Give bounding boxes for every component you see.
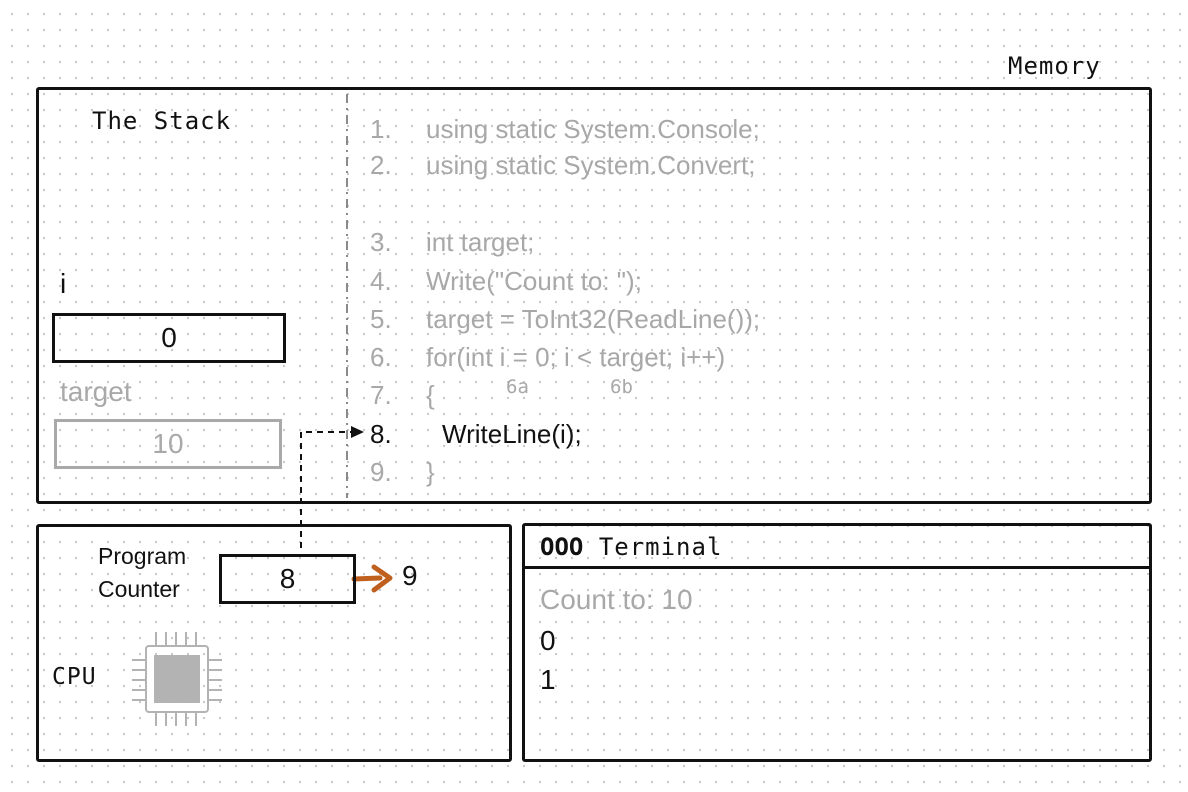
- code-line-1: 1.using static System.Console;: [370, 114, 760, 144]
- var-i-name: i: [60, 268, 67, 299]
- pc-pointer-line: [300, 431, 352, 548]
- memory-region: [36, 87, 1152, 504]
- terminal-output-line-3: 1: [540, 664, 556, 695]
- terminal-window: [522, 523, 1152, 762]
- terminal-output-line-1: Count to: 10: [540, 584, 693, 615]
- code-line-7: 7.{: [370, 380, 435, 410]
- code-line-3: 3.int target;: [370, 227, 535, 257]
- window-controls-icon[interactable]: OOO: [540, 533, 584, 561]
- program-counter-label-line2: Counter: [98, 576, 180, 602]
- code-line-2: 2.using static System.Convert;: [370, 150, 756, 180]
- program-counter-value: 8: [219, 554, 356, 604]
- var-target-value: 10: [54, 419, 282, 469]
- code-line-4: 4.Write("Count to: ");: [370, 266, 642, 296]
- code-line-6: 6.for(int i = 0; i < target; i++): [370, 342, 726, 372]
- var-i-value: 0: [52, 313, 286, 363]
- terminal-title: OOO Terminal: [540, 533, 723, 561]
- terminal-title-bar: [525, 526, 1149, 569]
- cpu-chip-icon: [132, 632, 222, 726]
- code-line-8: 8.WriteLine(i);: [370, 419, 582, 449]
- pc-increment-arrow: [351, 575, 383, 582]
- cpu-region: [36, 524, 512, 762]
- program-counter-label-line1: Program: [98, 543, 187, 569]
- cpu-label: CPU: [52, 664, 97, 690]
- program-counter-next-value: 9: [402, 560, 418, 591]
- step-label-6b: 6b: [610, 376, 633, 398]
- pc-pointer-arrowhead: [351, 426, 364, 438]
- code-line-9: 9.}: [370, 457, 435, 487]
- code-line-5: 5.target = ToInt32(ReadLine());: [370, 304, 761, 334]
- terminal-output-line-2: 0: [540, 625, 556, 656]
- memory-label: Memory: [1008, 52, 1101, 80]
- var-target-name: target: [60, 376, 132, 407]
- stack-label: The Stack: [92, 107, 232, 135]
- pc-increment-arrowhead: [371, 564, 393, 593]
- step-label-6a: 6a: [506, 376, 529, 398]
